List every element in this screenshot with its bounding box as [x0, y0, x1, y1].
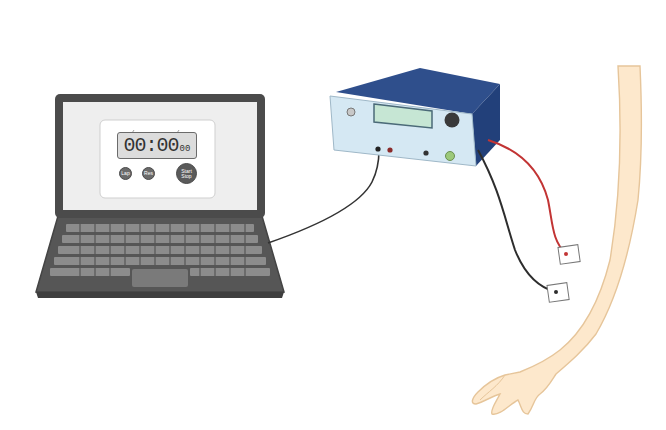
- black-lead: [478, 150, 556, 292]
- stimulator-device: [330, 68, 500, 166]
- keyboard: [50, 224, 270, 276]
- time-readout: 00:00: [124, 136, 179, 156]
- button-label: Res: [144, 171, 153, 176]
- arm: [472, 66, 641, 414]
- electrode-pad: [558, 245, 580, 265]
- button-label: Start Stop: [178, 169, 195, 179]
- start-stop-button: Start Stop: [176, 163, 197, 184]
- button-label: Lap: [121, 171, 129, 176]
- usb-cable: [268, 150, 379, 243]
- timer-display: 00:0000: [117, 132, 197, 159]
- timer-button: Res: [142, 167, 155, 180]
- time-readout: 00: [180, 145, 191, 154]
- electrode-pad: [547, 283, 569, 303]
- timer-button: Lap: [119, 167, 132, 180]
- laptop: [36, 94, 284, 298]
